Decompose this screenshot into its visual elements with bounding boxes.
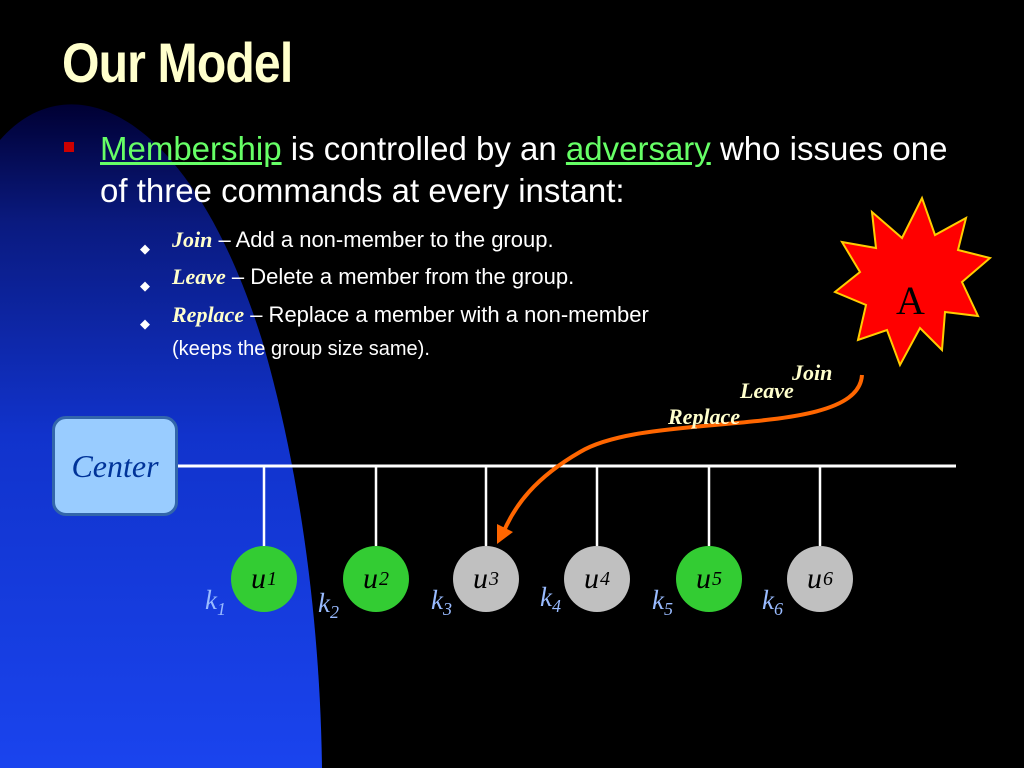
intro-text-2: who issues one of three commands at ever…: [100, 130, 948, 209]
command-join-name: Join: [172, 227, 213, 252]
arrow-label-join: Join: [792, 360, 833, 385]
key-index: 3: [442, 599, 452, 619]
arrow-label-replace: Replace: [668, 404, 741, 429]
key-label-1: k1: [205, 585, 226, 620]
diamond-bullet-icon: ◆: [140, 316, 150, 331]
command-leave-name: Leave: [172, 264, 226, 289]
member-letter: u: [696, 562, 711, 595]
arrow-label-leave: Leave: [740, 378, 794, 403]
key-letter: k: [205, 585, 217, 615]
member-index: 5: [712, 567, 722, 590]
diamond-bullet-icon: ◆: [140, 241, 150, 256]
key-letter: k: [431, 585, 443, 615]
key-letter: k: [762, 585, 774, 615]
intro-paragraph: Membership is controlled by an adversary…: [100, 128, 980, 212]
member-letter: u: [584, 562, 599, 595]
key-letter: k: [652, 585, 664, 615]
command-leave-desc: – Delete a member from the group.: [225, 264, 575, 289]
page-title: Our Model: [62, 31, 293, 94]
key-label-3: k3: [431, 585, 452, 620]
member-letter: u: [363, 562, 378, 595]
command-replace-name: Replace: [172, 302, 245, 327]
intro-text-1: is controlled by an: [281, 130, 566, 167]
key-index: 4: [551, 596, 561, 616]
membership-link[interactable]: Membership: [100, 130, 282, 167]
member-index: 6: [823, 567, 833, 590]
center-node: Center: [52, 416, 178, 516]
key-label-6: k6: [762, 585, 783, 620]
command-join-desc: – Add a non-member to the group.: [212, 227, 554, 252]
key-index: 1: [216, 599, 226, 619]
key-label-2: k2: [318, 588, 339, 623]
member-letter: u: [807, 562, 822, 595]
adversary-letter: A: [896, 278, 925, 323]
member-letter: u: [251, 562, 266, 595]
replace-note: (keeps the group size same).: [172, 338, 430, 360]
key-index: 5: [663, 599, 673, 619]
member-letter: u: [473, 562, 488, 595]
member-index: 3: [489, 567, 499, 590]
key-index: 2: [329, 602, 339, 622]
bullet-marker: [64, 142, 74, 152]
command-replace-desc: – Replace a member with a non-member: [244, 302, 649, 327]
adversary-link[interactable]: adversary: [565, 130, 711, 167]
center-label: Center: [71, 447, 159, 484]
key-index: 6: [773, 599, 783, 619]
command-arrow: [501, 374, 864, 534]
arrow-head-icon: [497, 524, 513, 544]
key-letter: k: [318, 588, 330, 618]
member-index: 2: [379, 567, 389, 590]
key-letter: k: [540, 582, 552, 612]
member-index: 4: [600, 567, 610, 590]
adversary-star-icon: [833, 195, 993, 368]
key-label-5: k5: [652, 585, 673, 620]
diamond-bullet-icon: ◆: [140, 278, 150, 293]
key-label-4: k4: [540, 582, 561, 617]
member-index: 1: [267, 567, 277, 590]
